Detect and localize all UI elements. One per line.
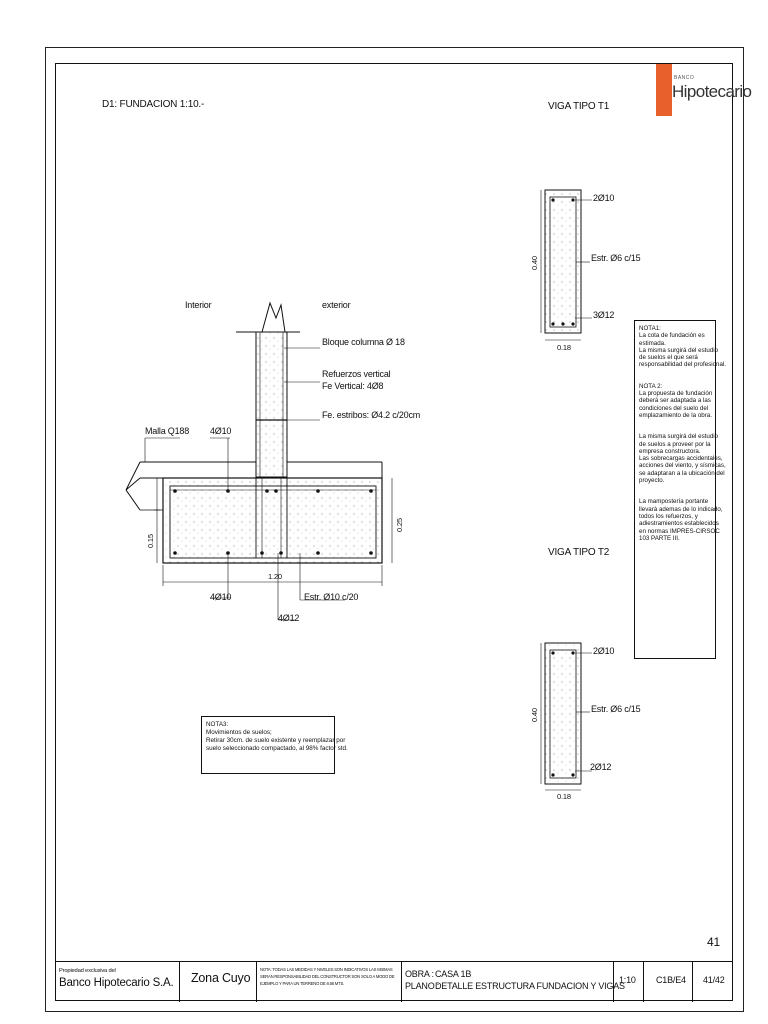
scale-cell: 1:10: [614, 962, 644, 1002]
nota2-line: La propuesta de fundación: [639, 390, 713, 398]
title-note-3: EJEMPLO Y PARA UN TERRENO DE 8.66 MTS.: [260, 981, 345, 986]
nota1-line: La misma surgirá del estudio: [639, 346, 719, 354]
nota3-line: NOTA3:: [206, 721, 229, 728]
viga-t1-section: [540, 189, 592, 341]
estribos-column-label: Fe. estribos: Ø4.2 c/20cm: [322, 410, 421, 420]
logo-mark: [656, 64, 672, 116]
notes-box: NOTA1: La cota de fundación es estimada.…: [634, 320, 727, 659]
nota2b-line: de suelos a proveer por la: [639, 440, 711, 448]
column-block: [236, 301, 300, 478]
nota2b-line: se adaptaran a la ubicación del: [639, 469, 725, 477]
nota2-line: condiciones del suelo del: [639, 404, 709, 412]
zone-cell: Zona Cuyo: [180, 962, 257, 1002]
nota2-line: NOTA 2:: [639, 382, 663, 390]
project-cell: OBRA : CASA 1B PLANO : DETALLE ESTRUCTUR…: [402, 962, 625, 1002]
sheet-value: 41/42: [703, 975, 725, 985]
dim-120: 1.20: [268, 572, 282, 581]
owner-label: Propiedad exclusiva del: [59, 968, 116, 974]
code-value: C1B/E4: [656, 975, 686, 985]
nota3-line: Movimientos de suelos;: [206, 729, 272, 736]
logo-name: Hipotecario: [672, 82, 752, 101]
sheet-cell: 41/42: [693, 962, 733, 1002]
nota2-line: deberá ser adaptada a las: [639, 397, 711, 405]
plano-label: PLANO :: [405, 981, 440, 991]
obra-value: CASA 1B: [435, 969, 472, 979]
estribos-zapata-label: Estr. Ø10 c/20: [304, 592, 359, 602]
viga-t2-title: VIGA TIPO T2: [548, 547, 610, 558]
nota2c-line: llevará ademas de lo indicado,: [639, 505, 723, 513]
nota1-line: responsabilidad del profesional.: [639, 361, 727, 369]
nota1-line: de suelos el que será: [639, 354, 698, 362]
nota2b-line: La misma surgirá del estudio: [639, 433, 719, 441]
banco-hipotecario-logo: BANCO Hipotecario: [656, 64, 752, 116]
nota2b-line: acciones del viento, y sísmicas,: [639, 462, 726, 470]
owner-name: Banco Hipotecario S.A.: [59, 977, 174, 989]
nota2b-line: empresa constructora.: [639, 447, 701, 455]
viga-t2-bottom: 2Ø12: [590, 762, 612, 772]
dimensions: [154, 478, 393, 586]
nota2b-line: proyecto.: [639, 477, 665, 485]
dim-015: 0.15: [146, 534, 155, 548]
nota1-line: La cota de fundación es: [639, 332, 705, 340]
exterior-label: exterior: [322, 300, 351, 310]
d1-title: D1: FUNDACION 1:10.-: [102, 99, 205, 110]
nota1-line: NOTA1:: [639, 325, 661, 332]
title-note-1: NOTA: TODAS LAS MEDIDAS Y NIVELES SON IN…: [260, 967, 393, 972]
viga-t1-bottom: 3Ø12: [593, 310, 615, 320]
viga-t2-top: 2Ø10: [593, 646, 615, 656]
bloque-label: Bloque columna Ø 18: [322, 337, 405, 347]
viga-t2-height: 0.40: [530, 708, 539, 722]
owner-cell: Propiedad exclusiva del Banco Hipotecari…: [55, 962, 180, 1002]
zone-name: Zona Cuyo: [191, 971, 251, 985]
viga-t2-width: 0.18: [557, 792, 571, 801]
viga-t1-width: 0.18: [557, 343, 571, 352]
nota3-box: NOTA3: Movimientos de suelos; Retirar 30…: [201, 716, 348, 774]
nota3-line: suelo seleccionado compactado, al 98% fa…: [206, 745, 348, 752]
viga-t2-section: [540, 642, 592, 791]
code-cell: C1B/E4: [644, 962, 693, 1002]
center-bars-label: 4Ø12: [278, 613, 300, 623]
leader-lines: [144, 347, 345, 621]
refuerzos-label-2: Fe Vertical: 4Ø8: [322, 381, 384, 391]
viga-t1-title: VIGA TIPO T1: [548, 101, 610, 112]
plano-value: DETALLE ESTRUCTURA FUNDACION Y VIGAS: [435, 981, 625, 991]
obra-label: OBRA :: [405, 969, 434, 979]
nota2c-line: 103 PARTE III.: [639, 534, 680, 542]
nota2c-line: en normas IMPRES-CIRSOC: [639, 527, 720, 535]
viga-t1-height: 0.40: [530, 256, 539, 270]
page-number: 41: [707, 935, 720, 949]
nota2-line: emplazamiento de la obra.: [639, 411, 712, 419]
sheet-border: [45, 47, 744, 1012]
footing: [162, 477, 383, 564]
viga-t1-top: 2Ø10: [593, 193, 615, 203]
refuerzos-label-1: Refuerzos vertical: [322, 369, 391, 379]
interior-label: Interior: [185, 300, 212, 310]
nota2c-line: todos los refuerzos, y: [639, 512, 698, 520]
dim-025: 0.25: [395, 518, 404, 532]
nota1-line: estimada.: [639, 339, 666, 347]
viga-t1-estr: Estr. Ø6 c/15: [591, 253, 641, 263]
malla-label: Malla Q188: [145, 426, 190, 436]
title-note-2: SERAN RESPONSABILIDAD DEL CONSTRUCTOR SO…: [260, 974, 395, 979]
nota2c-line: adiestramientos establecidos: [639, 520, 719, 528]
viga-t2-estr: Estr. Ø6 c/15: [591, 704, 641, 714]
nota3-line: Retirar 30cm. de suelo existente y reemp…: [206, 737, 346, 744]
nota2b-line: Las sobrecargas accidentales,: [639, 455, 723, 463]
scale-value: 1:10: [619, 975, 636, 985]
bottom-bars-label: 4Ø10: [210, 592, 232, 602]
top-bars-label: 4Ø10: [210, 426, 232, 436]
title-block: Propiedad exclusiva del Banco Hipotecari…: [55, 961, 733, 1002]
nota2c-line: La mampostería portante: [639, 498, 709, 506]
logo-bank-label: BANCO: [674, 75, 695, 81]
note-cell: NOTA: TODAS LAS MEDIDAS Y NIVELES SON IN…: [257, 962, 402, 1002]
drawing-frame: [55, 63, 733, 1001]
